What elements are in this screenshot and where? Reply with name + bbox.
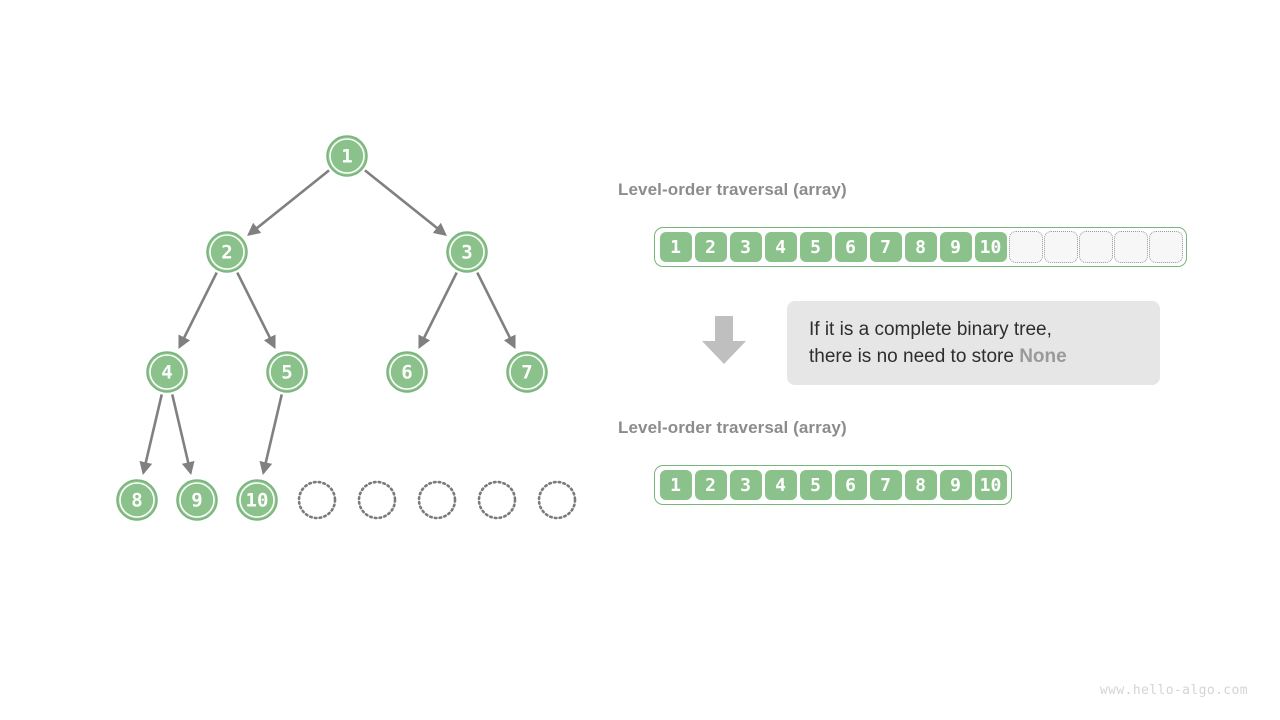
tree-edge xyxy=(170,394,195,476)
array-cell[interactable]: 7 xyxy=(868,231,903,263)
empty-node-outline xyxy=(477,480,517,520)
binary-tree-diagram: 1 2 3 4 5 6 7 8 9 10 xyxy=(116,135,577,521)
tree-node-empty[interactable] xyxy=(417,480,457,520)
node-inner-circle xyxy=(149,354,185,390)
array-cell[interactable]: 4 xyxy=(763,469,798,501)
tree-node-label: 4 xyxy=(161,362,172,384)
tree-node-label: 8 xyxy=(131,490,142,512)
array-cell[interactable]: 7 xyxy=(868,469,903,501)
tree-node-label: 10 xyxy=(246,490,269,512)
tree-edge xyxy=(178,271,218,350)
tree-node[interactable]: 9 xyxy=(176,479,218,521)
node-inner-circle xyxy=(329,138,365,174)
tree-edge xyxy=(139,394,164,476)
array-cell[interactable]: 5 xyxy=(798,469,833,501)
tree-node-empty[interactable] xyxy=(297,480,337,520)
tree-node-label: 1 xyxy=(341,146,352,168)
note-line-1: If it is a complete binary tree, xyxy=(809,319,1052,340)
array-cell[interactable]: 9 xyxy=(938,469,973,501)
array-cell-empty[interactable] xyxy=(1008,231,1043,263)
tree-edge xyxy=(364,169,447,236)
empty-node-outline xyxy=(297,480,337,520)
tree-node-label: 5 xyxy=(281,362,292,384)
empty-node-outline xyxy=(357,480,397,520)
tree-node-empty[interactable] xyxy=(357,480,397,520)
array-cell[interactable]: 10 xyxy=(973,469,1008,501)
tree-node-label: 3 xyxy=(461,242,472,264)
array-cell[interactable]: 2 xyxy=(693,231,728,263)
array-cell-empty[interactable] xyxy=(1078,231,1113,263)
note-line-2-prefix: there is no need to store xyxy=(809,346,1020,367)
array-cell[interactable]: 4 xyxy=(763,231,798,263)
array-cell[interactable]: 6 xyxy=(833,469,868,501)
tree-node-empty[interactable] xyxy=(477,480,517,520)
tree-node[interactable]: 2 xyxy=(206,231,248,273)
tree-node[interactable]: 5 xyxy=(266,351,308,393)
node-inner-circle xyxy=(509,354,545,390)
tree-node-label: 6 xyxy=(401,362,412,384)
note-text: If it is a complete binary tree, there i… xyxy=(809,316,1067,370)
tree-edge xyxy=(418,271,458,350)
node-inner-circle xyxy=(209,234,245,270)
array-cell[interactable]: 3 xyxy=(728,231,763,263)
array-cell[interactable]: 2 xyxy=(693,469,728,501)
array-cell-empty[interactable] xyxy=(1043,231,1078,263)
array-cell[interactable]: 10 xyxy=(973,231,1008,263)
node-inner-circle xyxy=(119,482,155,518)
array-cell[interactable]: 1 xyxy=(658,469,693,501)
tree-edge xyxy=(247,169,330,236)
node-inner-circle xyxy=(389,354,425,390)
array-cell[interactable]: 6 xyxy=(833,231,868,263)
down-arrow-icon xyxy=(702,316,746,364)
tree-node[interactable]: 8 xyxy=(116,479,158,521)
empty-node-outline xyxy=(537,480,577,520)
tree-node[interactable]: 6 xyxy=(386,351,428,393)
empty-node-outline xyxy=(417,480,457,520)
note-keyword-none: None xyxy=(1019,346,1067,367)
tree-node-empty[interactable] xyxy=(537,480,577,520)
array-cell[interactable]: 5 xyxy=(798,231,833,263)
tree-node[interactable]: 7 xyxy=(506,351,548,393)
tree-node[interactable]: 10 xyxy=(236,479,278,521)
array-label-full: Level-order traversal (array) xyxy=(618,180,847,199)
tree-edge xyxy=(476,271,516,350)
tree-node-label: 9 xyxy=(191,490,202,512)
tree-node-group: 1 2 3 4 5 6 7 8 9 10 xyxy=(116,135,577,521)
array-cell[interactable]: 1 xyxy=(658,231,693,263)
tree-node-label: 2 xyxy=(221,242,232,264)
note-callout: If it is a complete binary tree, there i… xyxy=(787,301,1160,385)
array-label-compact: Level-order traversal (array) xyxy=(618,418,847,437)
tree-edge-group xyxy=(139,169,516,476)
tree-node[interactable]: 3 xyxy=(446,231,488,273)
tree-node-label: 7 xyxy=(521,362,532,384)
node-inner-circle xyxy=(239,482,275,518)
tree-node[interactable]: 4 xyxy=(146,351,188,393)
array-cell[interactable]: 3 xyxy=(728,469,763,501)
array-cell[interactable]: 9 xyxy=(938,231,973,263)
array-cell[interactable]: 8 xyxy=(903,231,938,263)
array-cell-empty[interactable] xyxy=(1113,231,1148,263)
watermark: www.hello-algo.com xyxy=(1099,683,1248,698)
tree-node[interactable]: 1 xyxy=(326,135,368,177)
node-inner-circle xyxy=(269,354,305,390)
node-inner-circle xyxy=(449,234,485,270)
tree-edge xyxy=(259,394,284,476)
array-cell-empty[interactable] xyxy=(1148,231,1183,263)
array-cell[interactable]: 8 xyxy=(903,469,938,501)
node-inner-circle xyxy=(179,482,215,518)
tree-edge xyxy=(236,271,276,350)
